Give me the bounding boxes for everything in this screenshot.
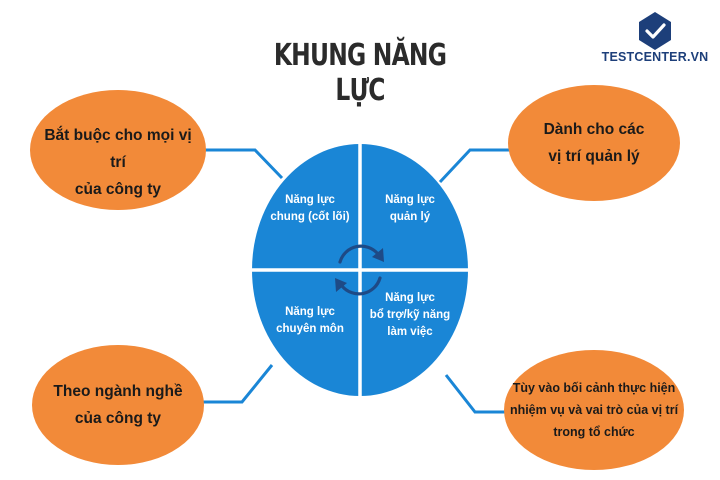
oval-top-left bbox=[30, 90, 206, 210]
oval-bottom-right-text: Tùy vào bối cảnh thực hiện nhiệm vụ và v… bbox=[509, 381, 679, 439]
oval-bottom-left-text: Theo ngành nghề của công ty bbox=[53, 383, 183, 427]
center-circle bbox=[248, 140, 472, 400]
oval-bottom-left bbox=[32, 345, 204, 465]
connector-top-right bbox=[438, 148, 510, 184]
oval-top-right-text: Dành cho các vị trí quản lý bbox=[543, 121, 645, 165]
brand-name: TESTCENTER.VN bbox=[601, 50, 709, 64]
connector-top-left bbox=[200, 148, 284, 180]
segment-supporting-text: Năng lực bổ trợ/kỹ năng làm việc bbox=[369, 292, 451, 338]
connector-bottom-right bbox=[444, 374, 512, 414]
segment-core-text: Năng lực chung (cốt lõi) bbox=[270, 194, 350, 223]
outer-ovals bbox=[30, 85, 684, 470]
segment-management-text: Năng lực quản lý bbox=[385, 194, 435, 223]
connector-bottom-left bbox=[192, 364, 274, 404]
cycle-arrows-icon bbox=[335, 244, 384, 296]
oval-top-right bbox=[508, 85, 680, 201]
page-title: KHUNG NĂNG LỰC bbox=[273, 38, 447, 108]
oval-top-left-text: Bắt buộc cho mọi vị trí của công ty bbox=[44, 127, 192, 198]
check-shield-icon bbox=[639, 12, 671, 50]
connector-lines bbox=[192, 148, 512, 414]
oval-bottom-right bbox=[504, 350, 684, 470]
segment-professional-text: Năng lực chuyên môn bbox=[276, 306, 344, 335]
